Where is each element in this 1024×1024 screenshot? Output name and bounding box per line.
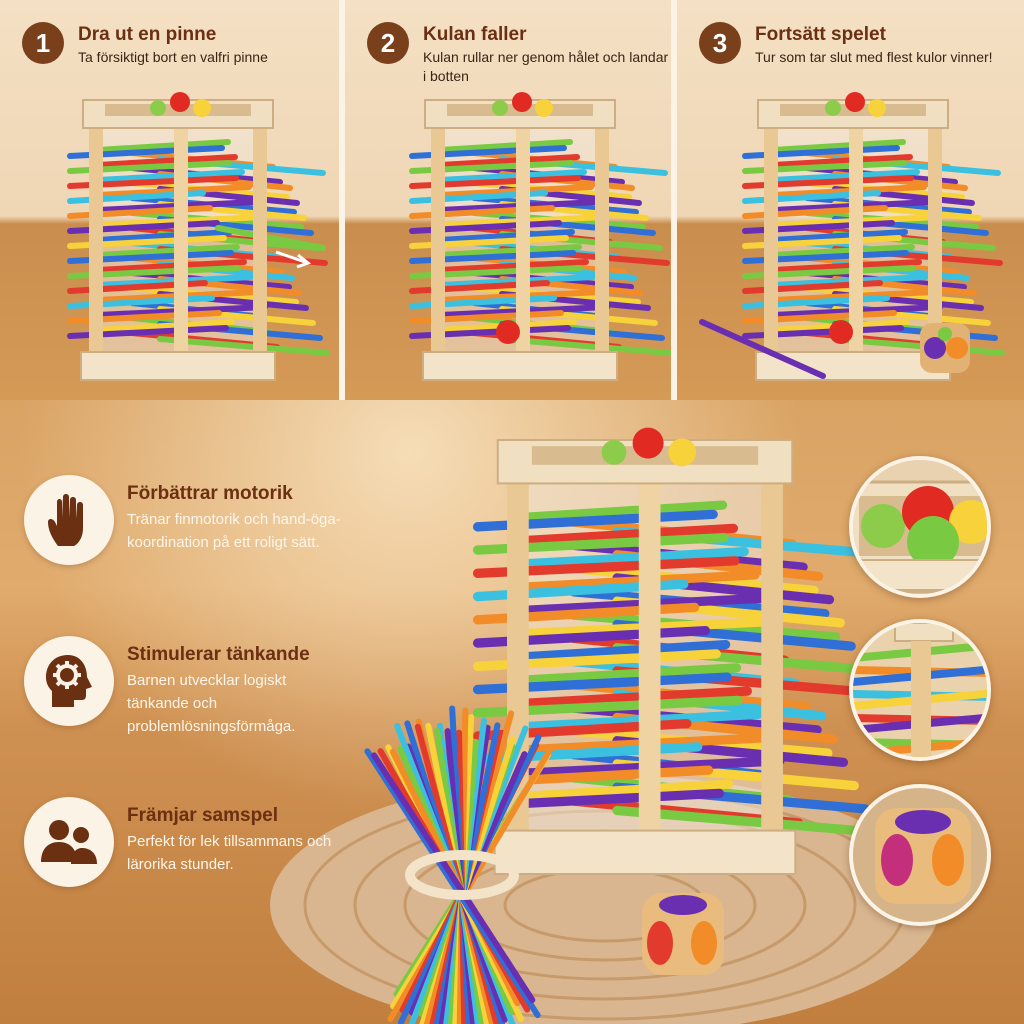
step-number-badge: 3: [699, 22, 741, 64]
detail-dice-closeup: [849, 784, 991, 926]
tower-illustration: [699, 92, 1005, 381]
tower-illustration: [409, 92, 671, 381]
step-description: Ta försiktigt bort en valfri pinne: [78, 49, 268, 65]
step-description: Tur som tar slut med flest kulor vinner!: [755, 49, 993, 65]
hand-icon: [24, 475, 114, 565]
feature-title: Förbättrar motorik: [127, 483, 293, 504]
feature-description: Perfekt för lek tillsammans och lärorika…: [127, 833, 332, 873]
product-illustration: [270, 427, 940, 1024]
feature-title: Främjar samspel: [127, 805, 279, 826]
step-title: Dra ut en pinne: [78, 24, 217, 45]
feature-title: Stimulerar tänkande: [127, 644, 310, 665]
tower-illustration: [67, 92, 330, 381]
detail-sticks-closeup: [849, 619, 991, 761]
step-panel-2: 2 Kulan faller Kulan rullar ner genom hå…: [345, 0, 671, 400]
dice-icon: [920, 323, 970, 373]
feature-description: Tränar finmotorik och hand-öga-koordinat…: [127, 511, 341, 551]
stick-bundle: [364, 705, 555, 1024]
brain-gear-icon: [24, 636, 114, 726]
step-title: Fortsätt spelet: [755, 24, 886, 45]
people-icon: [24, 797, 114, 887]
step-panel-3: 3 Fortsätt spelet Tur som tar slut med f…: [677, 0, 1024, 400]
feature-interaction: Främjar samspel Perfekt för lek tillsamm…: [24, 797, 354, 917]
detail-balls-closeup: [849, 456, 991, 598]
feature-description: Barnen utvecklar logiskt tänkande och pr…: [127, 672, 296, 735]
dice-icon: [642, 893, 724, 975]
pull-arrow-icon: [275, 250, 306, 264]
step-description: Kulan rullar ner genom hålet och landar …: [423, 49, 669, 84]
feature-motorik: Förbättrar motorik Tränar finmotorik och…: [24, 475, 354, 595]
step-number-badge: 1: [22, 22, 64, 64]
step-number-badge: 2: [367, 22, 409, 64]
step-title: Kulan faller: [423, 24, 527, 45]
removed-stick: [699, 319, 826, 379]
step-panel-1: 1 Dra ut en pinne Ta försiktigt bort en …: [0, 0, 339, 400]
feature-thinking: Stimulerar tänkande Barnen utvecklar log…: [24, 636, 354, 756]
